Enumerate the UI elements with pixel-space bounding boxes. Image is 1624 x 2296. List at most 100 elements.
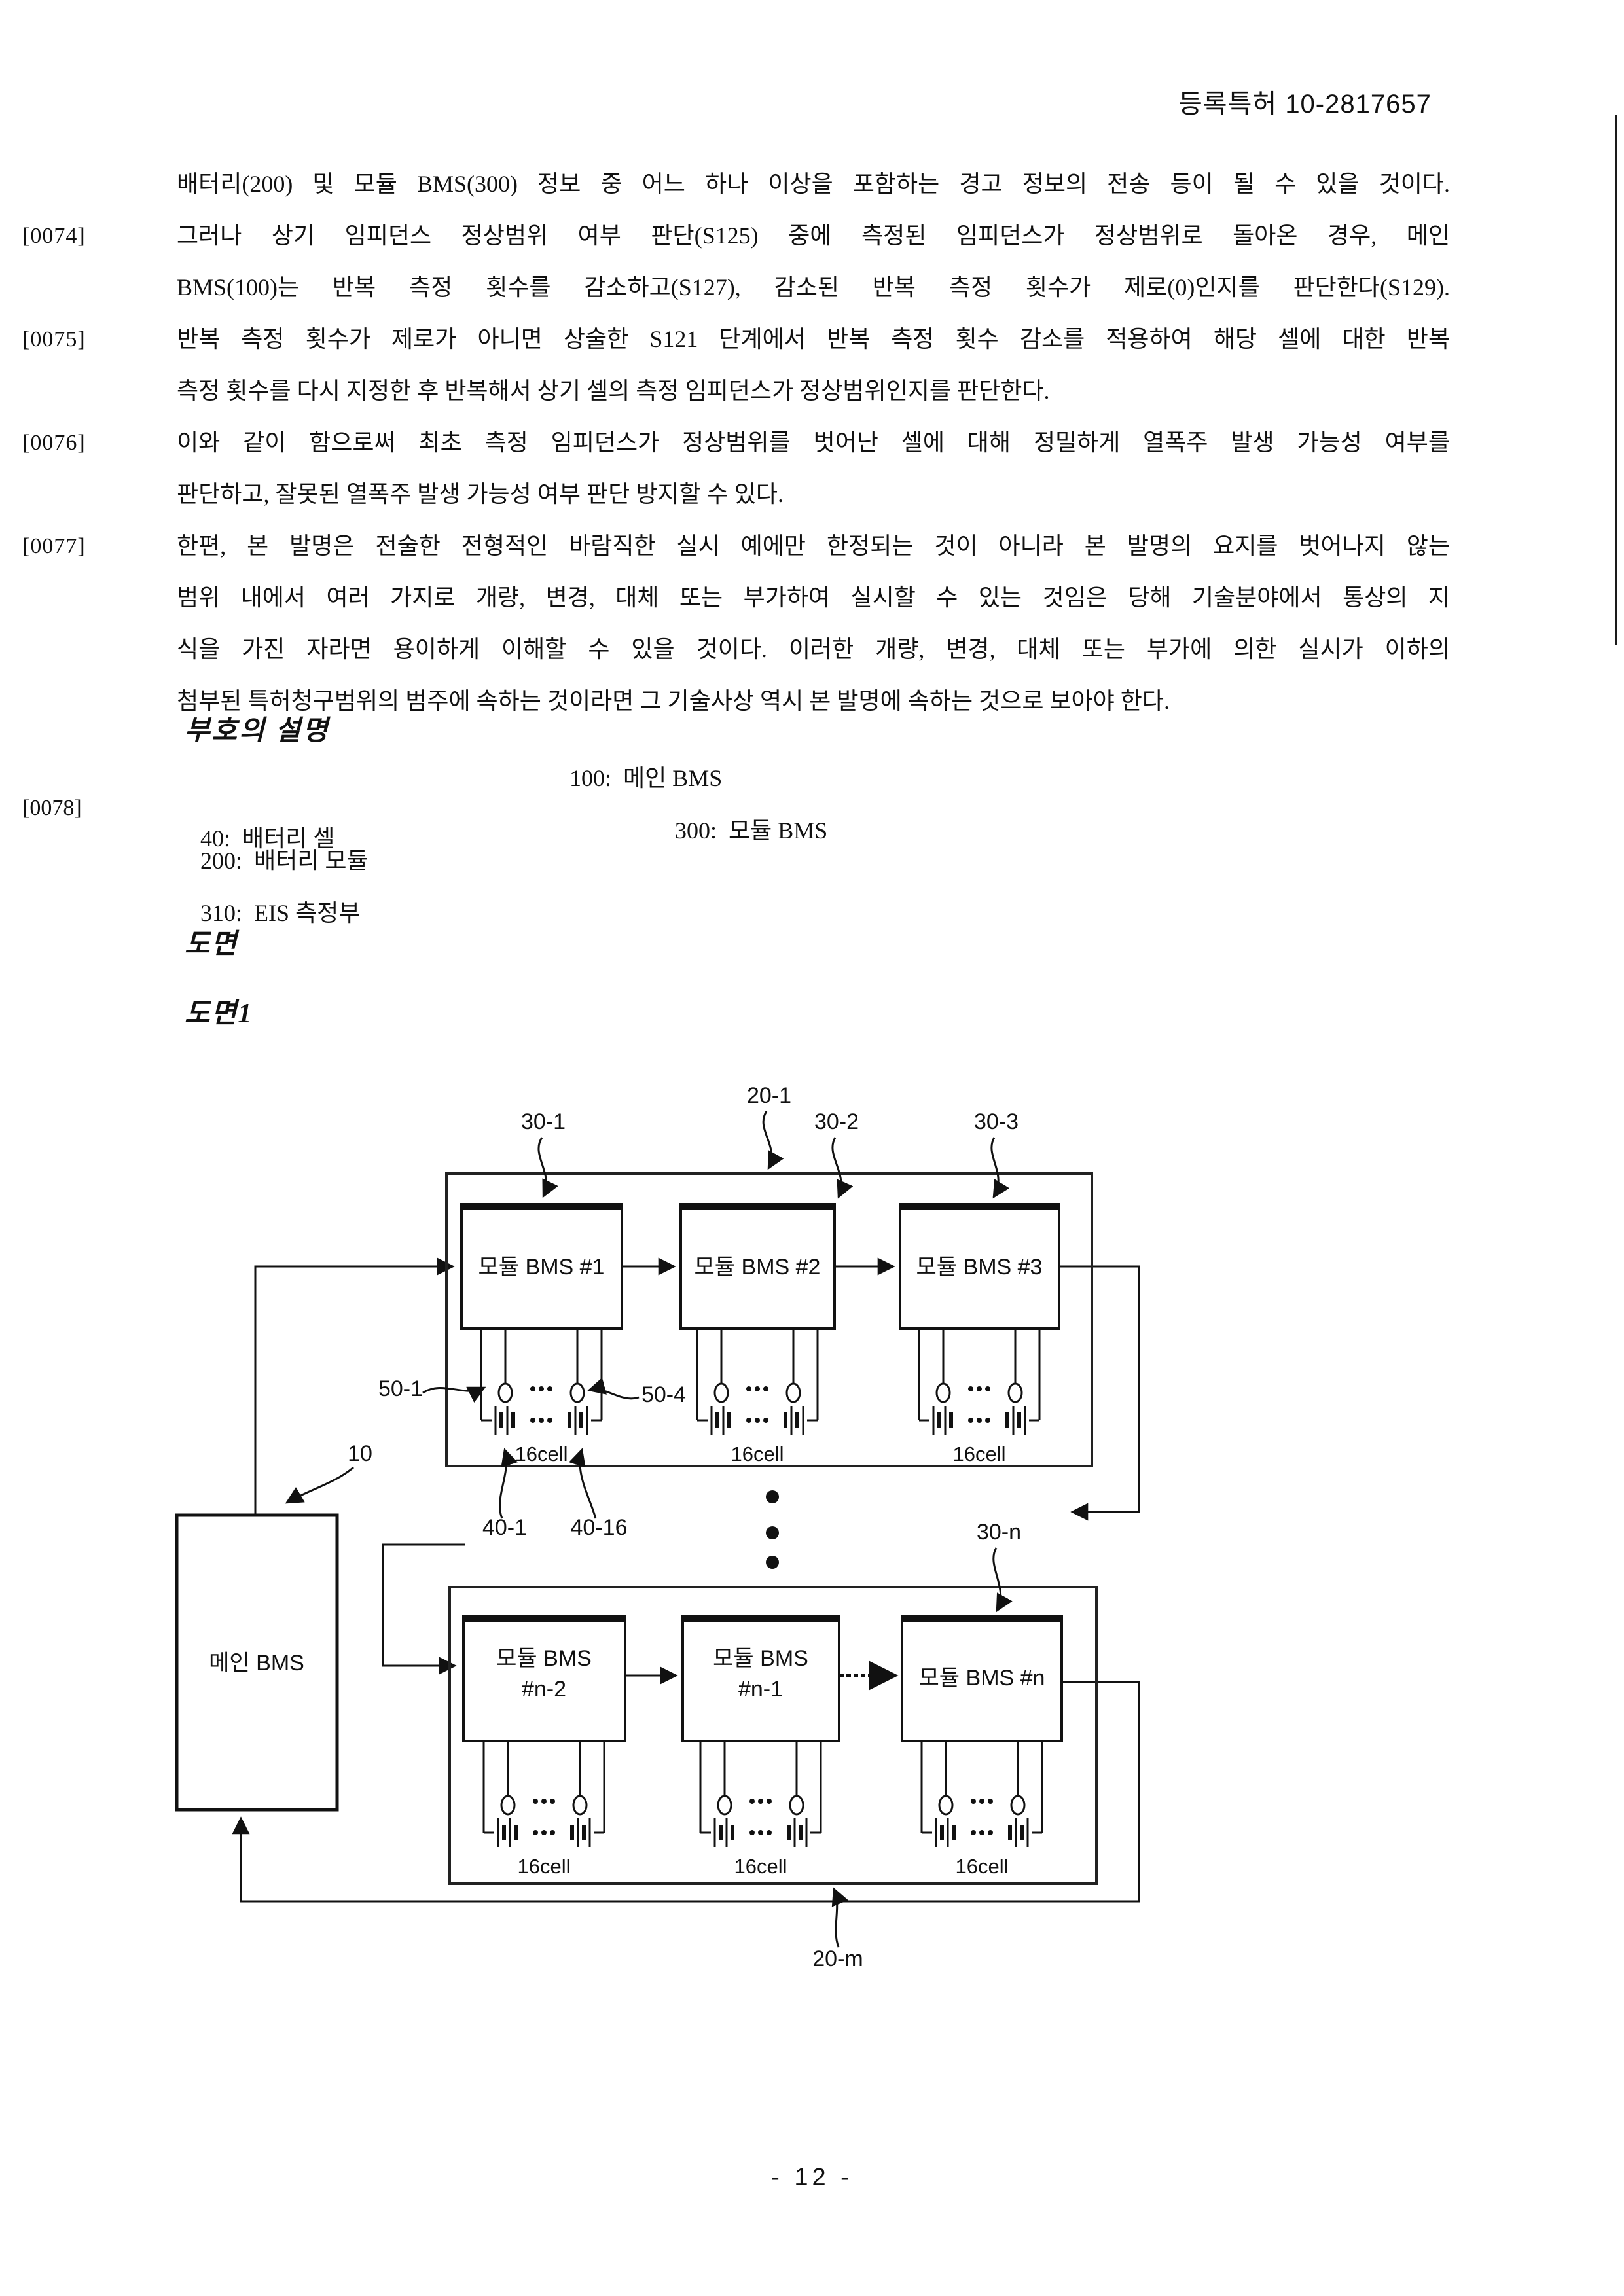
document-header: 등록특허 10-2817657 bbox=[1178, 90, 1432, 118]
figure1-bms-diagram: 메인 BMS 모듈 BMS #1 모듈 BMS #2 모듈 BMS #3 모듈 … bbox=[164, 1067, 1185, 1983]
leader-20-m bbox=[831, 1887, 848, 1948]
module-bms-n1-label-line1: 모듈 BMS bbox=[713, 1646, 808, 1671]
reference-item: 200: 배터리 모듈 bbox=[200, 848, 369, 874]
ref-label-20-1: 20-1 bbox=[747, 1083, 791, 1108]
reference-row: 310: EIS 측정부 bbox=[177, 868, 1159, 958]
wire-module3-to-next-group bbox=[1059, 1265, 1140, 1521]
paragraph-text: BMS(100)는 반복 측정 횟수를 감소하고(S127), 감소된 반복 측… bbox=[177, 274, 1450, 300]
drawings-heading: 도면 bbox=[185, 929, 238, 960]
ref-label-10: 10 bbox=[348, 1441, 372, 1466]
main-bms-label: 메인 BMS bbox=[209, 1651, 304, 1676]
paragraph-text: 판단하고, 잘못된 열폭주 발생 가능성 여부 판단 방지할 수 있다. bbox=[177, 481, 784, 507]
cellpack-module-n2 bbox=[484, 1741, 604, 1847]
paragraph-text: 첨부된 특허청구범위의 범주에 속하는 것이라면 그 기술사상 역시 본 발명에… bbox=[177, 688, 1170, 714]
paragraph-line: [0077] 한편, 본 발명은 전술한 전형적인 바람직한 실시 예에만 한정되… bbox=[22, 520, 1450, 572]
paragraph-line: [0075] 반복 측정 횟수가 제로가 아니면 상술한 S121 단계에서 반복… bbox=[22, 314, 1450, 365]
module-box-top-edges bbox=[463, 1204, 1060, 1622]
cell-count-label: 16cell bbox=[953, 1443, 1006, 1465]
paragraph-line: 첨부된 특허청구범위의 범주에 속하는 것이라면 그 기술사상 역시 본 발명에… bbox=[177, 675, 1450, 727]
module-bms-n1-label-line2: #n-1 bbox=[738, 1677, 783, 1702]
ref-label-30-2: 30-2 bbox=[814, 1109, 859, 1134]
ref-label-40-1: 40-1 bbox=[482, 1515, 527, 1540]
ref-label-50-1: 50-1 bbox=[378, 1376, 423, 1401]
figure1-heading: 도면1 bbox=[185, 999, 253, 1029]
cell-count-label: 16cell bbox=[515, 1443, 568, 1465]
scan-edge-artifact bbox=[1615, 115, 1617, 645]
module-bms-n2-box bbox=[462, 1615, 626, 1742]
body-paragraphs: 배터리(200) 및 모듈 BMS(300) 정보 중 어느 하나 이상을 포함… bbox=[22, 158, 1450, 727]
cellpack-module3 bbox=[919, 1329, 1039, 1435]
cellpack-module2 bbox=[697, 1329, 818, 1435]
leader-arrows bbox=[285, 1111, 1013, 1948]
reference-item: 310: EIS 측정부 bbox=[200, 900, 361, 926]
ref-label-40-16: 40-16 bbox=[571, 1515, 628, 1540]
paragraph-line: 측정 횟수를 다시 지정한 후 반복해서 상기 셀의 측정 임피던스가 정상범위… bbox=[177, 365, 1450, 417]
wire-feedback-to-main bbox=[232, 1681, 1140, 1903]
paragraph-text: 측정 횟수를 다시 지정한 후 반복해서 상기 셀의 측정 임피던스가 정상범위… bbox=[177, 378, 1050, 404]
paragraph-text: 이와 같이 함으로써 최초 측정 임피던스가 정상범위를 벗어난 셀에 대해 정… bbox=[177, 429, 1450, 456]
cellpack-module-n1 bbox=[700, 1741, 821, 1847]
battery-module-group2-box bbox=[448, 1586, 1098, 1885]
module-bms-n2-label-line2: #n-2 bbox=[522, 1677, 566, 1702]
paragraph-number: [0074] bbox=[22, 224, 86, 248]
leader-20-1 bbox=[762, 1111, 784, 1170]
reference-row: [0078] 40: 배터리 셀 100: 메인 BMS bbox=[22, 763, 1159, 914]
paragraph-text: 반복 측정 횟수가 제로가 아니면 상술한 S121 단계에서 반복 측정 횟수… bbox=[177, 326, 1450, 352]
ref-label-50-4: 50-4 bbox=[641, 1382, 686, 1407]
module-bms-n-box bbox=[901, 1615, 1063, 1742]
page-number: - 12 - bbox=[771, 2164, 853, 2191]
reference-signs-heading: 부호의 설명 bbox=[185, 716, 330, 746]
paragraph-number: [0078] bbox=[22, 796, 82, 820]
wire-chain-to-module-n2 bbox=[382, 1543, 465, 1675]
paragraph-number: [0076] bbox=[22, 431, 86, 455]
leader-40-1 bbox=[498, 1448, 518, 1519]
ref-label-30-n: 30-n bbox=[977, 1520, 1021, 1545]
paragraph-line: BMS(100)는 반복 측정 횟수를 감소하고(S127), 감소된 반복 측… bbox=[177, 262, 1450, 314]
leader-10 bbox=[285, 1466, 354, 1504]
vertical-ellipsis bbox=[766, 1490, 779, 1569]
paragraph-text: 그러나 상기 임피던스 정상범위 여부 판단(S125) 중에 측정된 임피던스… bbox=[177, 223, 1450, 249]
bms-architecture-svg: 메인 BMS 모듈 BMS #1 모듈 BMS #2 모듈 BMS #3 모듈 … bbox=[175, 1083, 1140, 1971]
leader-30-1 bbox=[537, 1137, 558, 1198]
cell-count-label: 16cell bbox=[734, 1855, 787, 1878]
module-bms-3-label: 모듈 BMS #3 bbox=[916, 1255, 1043, 1280]
paragraph-text: 한편, 본 발명은 전술한 전형적인 바람직한 실시 예에만 한정되는 것이 아… bbox=[177, 533, 1450, 559]
reference-row: 200: 배터리 모듈 300: 모듈 BMS bbox=[177, 816, 1159, 936]
module-bms-n2-label-line1: 모듈 BMS bbox=[496, 1646, 592, 1671]
module-bms-3-box bbox=[899, 1203, 1060, 1330]
paragraph-line: 식을 가진 자라면 용이하게 이해할 수 있을 것이다. 이러한 개량, 변경,… bbox=[177, 624, 1450, 675]
paragraph-text: 범위 내에서 여러 가지로 개량, 변경, 대체 또는 부가하여 실시할 수 있… bbox=[177, 584, 1450, 611]
module-bms-1-box bbox=[460, 1203, 623, 1330]
cell-count-label: 16cell bbox=[731, 1443, 784, 1465]
cell-count-label: 16cell bbox=[956, 1855, 1009, 1878]
paragraph-number: [0077] bbox=[22, 534, 86, 558]
paragraph-line: [0076] 이와 같이 함으로써 최초 측정 임피던스가 정상범위를 벗어난 셀… bbox=[22, 417, 1450, 469]
bus-wires bbox=[232, 1257, 1140, 1903]
paragraph-text: 식을 가진 자라면 용이하게 이해할 수 있을 것이다. 이러한 개량, 변경,… bbox=[177, 636, 1450, 662]
reference-item: 40: 배터리 셀 bbox=[200, 825, 335, 852]
paragraph-line: 범위 내에서 여러 가지로 개량, 변경, 대체 또는 부가하여 실시할 수 있… bbox=[177, 572, 1450, 624]
reference-item: 300: 모듈 BMS bbox=[675, 817, 828, 844]
ref-label-20-m: 20-m bbox=[812, 1946, 863, 1971]
leader-50-4 bbox=[587, 1377, 640, 1400]
paragraph-line: 배터리(200) 및 모듈 BMS(300) 정보 중 어느 하나 이상을 포함… bbox=[177, 158, 1450, 210]
cellpack-module1 bbox=[481, 1329, 602, 1435]
leader-30-n bbox=[992, 1547, 1013, 1613]
module-bms-2-box bbox=[679, 1203, 836, 1330]
paragraph-number: [0075] bbox=[22, 327, 86, 351]
battery-module-group1-box bbox=[445, 1172, 1093, 1467]
ref-label-30-1: 30-1 bbox=[521, 1109, 566, 1134]
leader-50-1 bbox=[422, 1386, 486, 1403]
leader-40-16 bbox=[568, 1448, 597, 1519]
module-bms-n-label: 모듈 BMS #n bbox=[919, 1666, 1045, 1691]
module-bms-2-label: 모듈 BMS #2 bbox=[695, 1255, 821, 1280]
module-bms-n1-box bbox=[681, 1615, 840, 1742]
module-bms-1-label: 모듈 BMS #1 bbox=[478, 1255, 605, 1280]
wire-main-to-module1 bbox=[254, 1257, 455, 1515]
paragraph-text: 배터리(200) 및 모듈 BMS(300) 정보 중 어느 하나 이상을 포함… bbox=[177, 171, 1450, 197]
cell-count-label: 16cell bbox=[518, 1855, 571, 1878]
leader-30-3 bbox=[990, 1137, 1010, 1199]
main-bms-box bbox=[175, 1513, 339, 1812]
ref-label-30-3: 30-3 bbox=[974, 1109, 1019, 1134]
